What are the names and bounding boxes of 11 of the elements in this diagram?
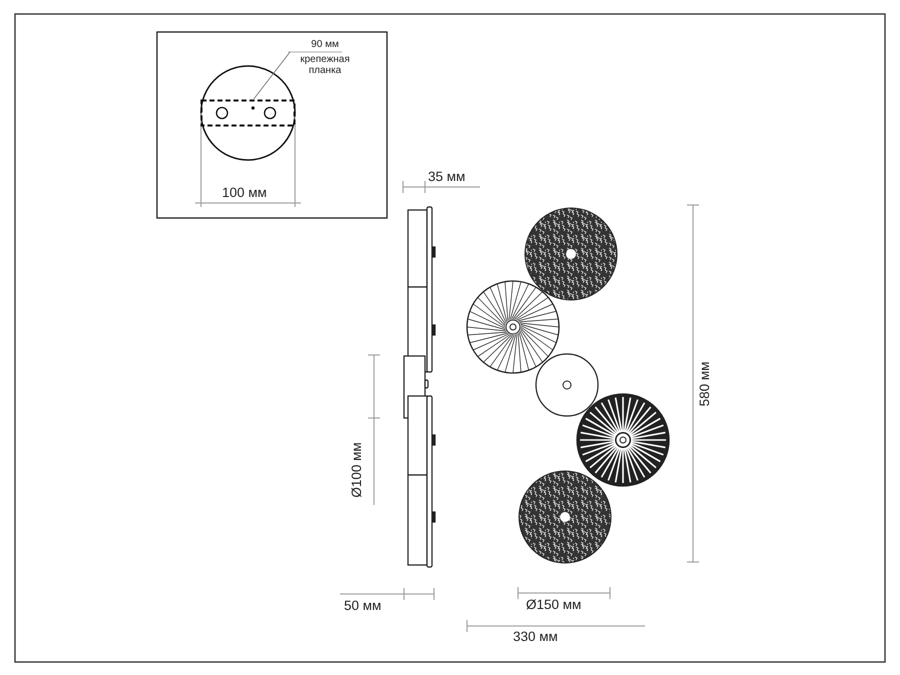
- dimension-label: Ø100 мм: [350, 442, 363, 498]
- dimension-label: 90 мм: [310, 39, 340, 50]
- dimension-label: 580 мм: [698, 362, 711, 406]
- dimension-label: 35 мм: [428, 170, 466, 183]
- dimension-label: 100 мм: [222, 186, 267, 199]
- part-label: крепежная планка: [299, 54, 351, 76]
- leader-line: [253, 52, 290, 100]
- mounting-bar: [200, 99, 296, 127]
- dimension-label: Ø150 мм: [526, 598, 582, 611]
- dimension-label: 330 мм: [513, 630, 558, 643]
- dimension-label: 50 мм: [344, 599, 382, 612]
